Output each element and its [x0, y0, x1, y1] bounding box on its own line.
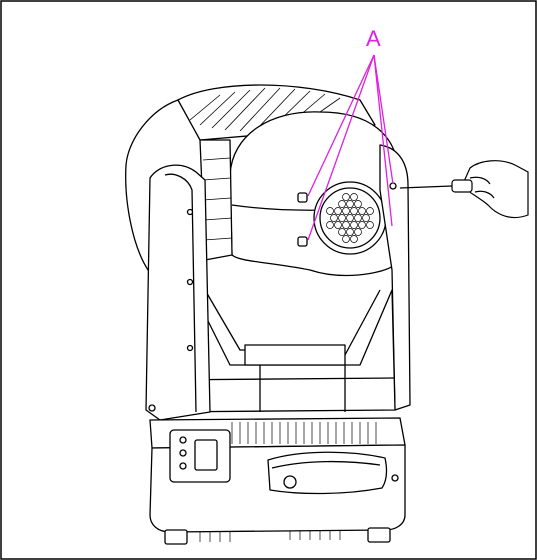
base-vent-lines — [231, 422, 377, 444]
base-screw-right — [391, 474, 399, 482]
panel-button-1 — [179, 436, 187, 444]
arm-screw-4 — [148, 404, 156, 412]
panel-button-2 — [179, 449, 187, 457]
moving-head-fixture — [125, 84, 411, 545]
head-side-fins — [202, 157, 233, 241]
arm-screw-3 — [186, 344, 194, 352]
foot-left — [164, 529, 188, 545]
callout-group: A — [307, 26, 394, 241]
head-screw-upper — [297, 192, 308, 203]
arm-screw-2 — [186, 278, 194, 286]
bottom-vents — [199, 531, 341, 542]
foot-right — [367, 527, 391, 543]
lens-cells — [326, 193, 374, 243]
panel-button-3 — [179, 462, 187, 470]
yoke-left-arm — [145, 164, 211, 421]
display-screen — [194, 439, 218, 471]
callout-leaders — [307, 54, 394, 241]
base-handle-inner — [271, 460, 381, 469]
base-knob — [283, 475, 297, 489]
head-screw-lower — [297, 236, 308, 247]
yoke-left-arm-edge — [164, 173, 197, 413]
base-handle — [267, 451, 388, 495]
arm-screw-1 — [186, 208, 194, 216]
screwdriver-icon — [399, 179, 473, 193]
callout-label: A — [366, 26, 381, 51]
hand-icon — [461, 160, 529, 219]
yoke-center-plate — [244, 344, 346, 366]
